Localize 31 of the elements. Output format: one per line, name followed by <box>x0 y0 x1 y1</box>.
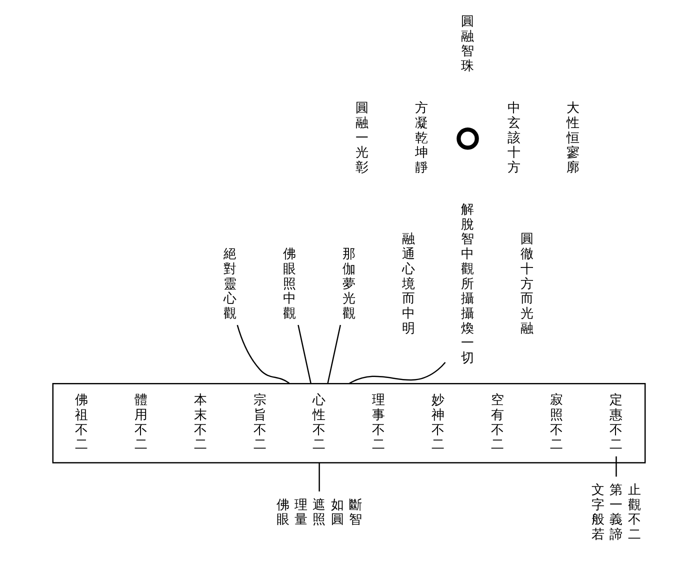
node-text: 解脫智中觀所攝攝煥一切 <box>460 202 474 366</box>
connector <box>615 456 616 477</box>
node-text: 那伽夢光觀 <box>342 247 355 322</box>
label: 圓徹十方而光融 <box>520 232 534 336</box>
label: 融通心境而中明 <box>401 232 414 336</box>
connector <box>236 324 290 384</box>
label: 圓融一光彰 <box>355 101 368 176</box>
node-text: 絕對靈心觀 <box>223 247 236 322</box>
node-text: 心性不二 <box>312 393 326 453</box>
node-text: 體用不二 <box>134 393 148 453</box>
connector <box>297 324 311 384</box>
label: 方凝乾坤靜 <box>414 101 428 176</box>
label: 大性恒寥廓 <box>566 101 580 176</box>
node-text: 定惠不二 <box>609 393 622 453</box>
node-text: 本末不二 <box>193 393 206 453</box>
node-text: 佛眼 理量 遮照 如圓 斷智 <box>276 498 362 528</box>
node-text: 妙神不二 <box>430 393 444 453</box>
node-text: 圓融智珠 <box>460 14 474 74</box>
connector <box>326 324 341 384</box>
node-circle <box>456 128 478 150</box>
connector <box>348 362 446 384</box>
node-text: 佛祖不二 <box>74 393 88 453</box>
node-text: 空有不二 <box>490 393 504 453</box>
node-text: 文字般若 第一義諦 止觀不二 <box>590 482 640 542</box>
node-text: 理事不二 <box>372 393 385 453</box>
node-text: 宗旨不二 <box>252 393 266 453</box>
node-text: 佛眼照中觀 <box>282 247 296 322</box>
cluster <box>52 382 646 464</box>
connector <box>318 462 320 492</box>
node-text: 寂照不二 <box>550 393 563 453</box>
label: 中玄該十方 <box>506 101 520 176</box>
